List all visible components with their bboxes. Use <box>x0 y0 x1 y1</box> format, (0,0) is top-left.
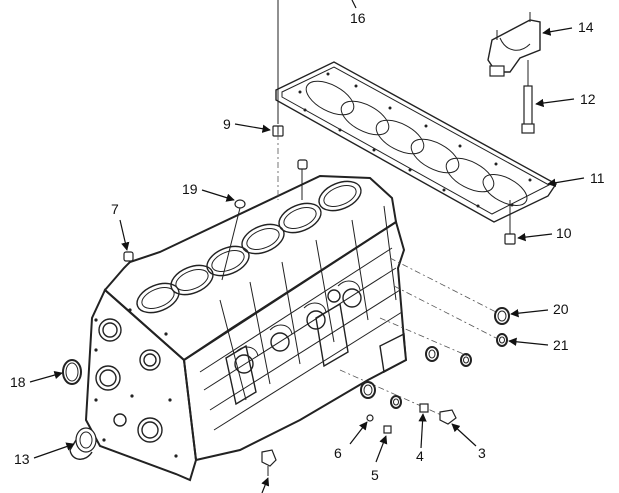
callout-21: 21 <box>553 337 569 353</box>
top-plug <box>297 159 308 170</box>
seal-ring-18 <box>62 359 82 385</box>
seal-ring-21 <box>496 333 508 347</box>
bolt-10 <box>504 200 516 245</box>
callout-9: 9 <box>223 116 231 132</box>
expansion-plug-13 <box>69 427 97 460</box>
plug-7 <box>123 251 134 262</box>
callout-5: 5 <box>371 467 379 483</box>
callout-12: 12 <box>580 91 596 107</box>
bolt-12 <box>521 60 535 134</box>
callout-6: 6 <box>334 445 342 461</box>
callout-16: 16 <box>350 10 366 26</box>
callout-13: 13 <box>14 451 30 467</box>
engine-block <box>84 174 408 482</box>
bottom-fitting <box>261 449 277 476</box>
callout-3: 3 <box>478 445 486 461</box>
head-gasket <box>275 61 558 223</box>
plug-4 <box>419 403 429 413</box>
callout-14: 14 <box>578 19 594 35</box>
seal-rings-side <box>360 346 472 409</box>
callout-10: 10 <box>556 225 572 241</box>
callout-19: 19 <box>182 181 198 197</box>
callout-7: 7 <box>111 201 119 217</box>
callout-18: 18 <box>10 374 26 390</box>
plug-19 <box>234 199 246 209</box>
seal-ring-20 <box>494 307 510 325</box>
plug-3 <box>439 409 457 425</box>
callout-leaders <box>29 0 585 493</box>
plug-5 <box>383 425 392 434</box>
callout-4: 4 <box>416 448 424 464</box>
callout-20: 20 <box>553 301 569 317</box>
plug-6 <box>366 414 374 422</box>
callout-11: 11 <box>590 170 605 186</box>
bracket-14 <box>487 12 541 77</box>
center-lines <box>277 134 497 419</box>
